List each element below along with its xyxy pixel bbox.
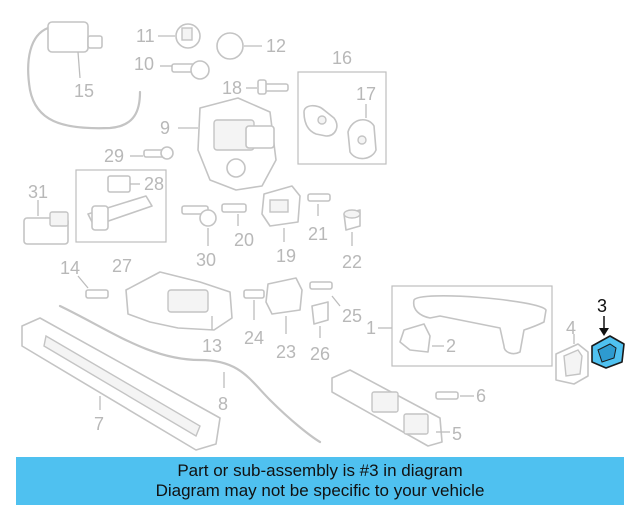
callout-18: 18 <box>222 78 242 98</box>
part-31-connector <box>23 200 69 245</box>
part-11-cap <box>158 23 201 49</box>
part-20-bolt <box>221 203 247 226</box>
callout-9: 9 <box>160 118 170 138</box>
part-6-screw <box>435 391 474 400</box>
part-22-bumper <box>343 209 361 246</box>
callout-1: 1 <box>366 318 376 338</box>
part-1-handle-box <box>378 285 553 367</box>
part-14-screw <box>77 275 109 299</box>
part-30-bolt <box>181 205 217 246</box>
part-12-plug <box>216 32 262 60</box>
callout-24: 24 <box>244 328 264 348</box>
callout-7: 7 <box>94 414 104 434</box>
part-5-reinforcement <box>331 369 450 447</box>
callout-21: 21 <box>308 224 328 244</box>
part-25-screw <box>309 281 341 307</box>
callout-29: 29 <box>104 146 124 166</box>
callout-12: 12 <box>266 36 286 56</box>
parts-diagram: 15 11 12 10 18 16 17 <box>21 21 625 451</box>
callout-11: 11 <box>136 26 155 46</box>
info-banner: Part or sub-assembly is #3 in diagram Di… <box>16 457 624 505</box>
banner-line-2: Diagram may not be specific to your vehi… <box>155 481 485 500</box>
part-18-screw <box>246 79 289 95</box>
callout-19: 19 <box>276 246 296 266</box>
callout-13: 13 <box>202 336 222 356</box>
callout-14: 14 <box>60 258 80 278</box>
part-21-screw <box>307 193 331 216</box>
part-7-trim-panel <box>21 317 221 451</box>
callout-10: 10 <box>134 54 154 74</box>
part-26-bumper <box>311 301 329 338</box>
banner-line-1: Part or sub-assembly is #3 in diagram <box>177 461 463 480</box>
part-15-release-cable <box>27 21 142 130</box>
part-13-bracket <box>125 271 233 331</box>
callout-31: 31 <box>28 182 48 202</box>
callout-4: 4 <box>566 318 576 338</box>
callout-15: 15 <box>74 81 94 101</box>
part-3-highlighted <box>591 316 625 369</box>
part-27-28-box <box>75 169 167 243</box>
callout-27: 27 <box>112 256 132 276</box>
callout-22: 22 <box>342 252 362 272</box>
callout-16: 16 <box>332 48 352 68</box>
callout-30: 30 <box>196 250 216 270</box>
part-23-striker <box>265 277 303 334</box>
part-29-bolt <box>130 146 174 160</box>
part-10-bolt <box>160 60 210 80</box>
callout-3: 3 <box>597 296 607 316</box>
callout-23: 23 <box>276 342 296 362</box>
callout-6: 6 <box>476 386 486 406</box>
callout-8: 8 <box>218 394 228 414</box>
callout-25: 25 <box>342 306 362 326</box>
part-9-latch <box>178 97 277 191</box>
part-16-17-box <box>297 71 387 165</box>
part-24-screw <box>243 289 265 320</box>
part-4-bezel <box>555 334 589 385</box>
callout-28: 28 <box>144 174 164 194</box>
callout-5: 5 <box>452 424 462 444</box>
callout-17: 17 <box>356 84 376 104</box>
callout-26: 26 <box>310 344 330 364</box>
callout-20: 20 <box>234 230 254 250</box>
callout-2: 2 <box>446 336 456 356</box>
part-19-striker <box>261 185 301 242</box>
part-8-cable <box>58 304 322 444</box>
